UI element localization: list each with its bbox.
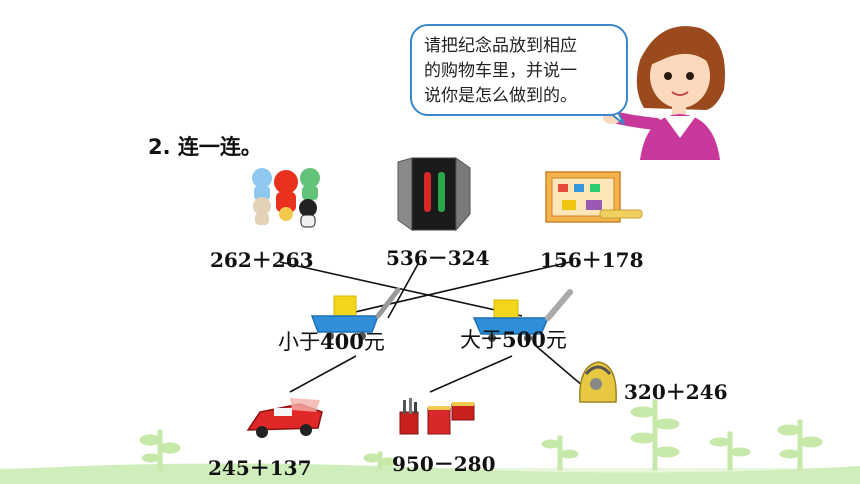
speech-line-1: 请把纪念品放到相应	[424, 36, 577, 56]
pen-gift-box-icon[interactable]	[397, 157, 471, 232]
cart-right-icon[interactable]	[472, 289, 573, 342]
expr-race-car: 245＋137	[208, 456, 312, 480]
backpack-icon[interactable]	[579, 361, 617, 403]
cart-right-amount: 500	[502, 327, 546, 352]
cart-left-label: 小于400元	[278, 326, 385, 356]
exercise-title: 2. 连一连。	[148, 135, 262, 159]
expr-backpack: 320＋246	[624, 380, 728, 404]
teacher-icon	[603, 26, 725, 160]
connection-lines	[279, 261, 591, 393]
expr-pen-gift-box: 536－324	[386, 246, 490, 270]
mascot-dolls-icon[interactable]	[252, 168, 320, 228]
expr-toy-set-box: 156＋178	[540, 248, 644, 272]
cart-left-suffix: 元	[363, 330, 385, 354]
cart-left-prefix: 小于	[278, 330, 320, 354]
cart-right-prefix: 大于	[460, 328, 502, 352]
toy-set-box-icon[interactable]	[545, 171, 643, 223]
speech-line-3: 说你是怎么做到的。	[424, 86, 577, 106]
cart-left-amount: 400	[320, 329, 364, 354]
cart-right-label: 大于500元	[460, 324, 567, 354]
cart-left-icon[interactable]	[310, 287, 401, 340]
grass-sprouts-decoration	[139, 399, 823, 471]
ground-hill	[0, 463, 860, 484]
speech-line-2: 的购物车里，并说一	[424, 61, 577, 81]
expr-mascot-dolls: 262＋263	[210, 248, 314, 272]
toy-race-car-icon[interactable]	[246, 398, 323, 438]
expr-pen-holder-set: 950－280	[392, 452, 496, 476]
cart-right-suffix: 元	[545, 328, 567, 352]
pen-holder-set-icon[interactable]	[399, 398, 475, 435]
speech-bubble: 请把纪念品放到相应 的购物车里，并说一 说你是怎么做到的。	[410, 24, 628, 116]
